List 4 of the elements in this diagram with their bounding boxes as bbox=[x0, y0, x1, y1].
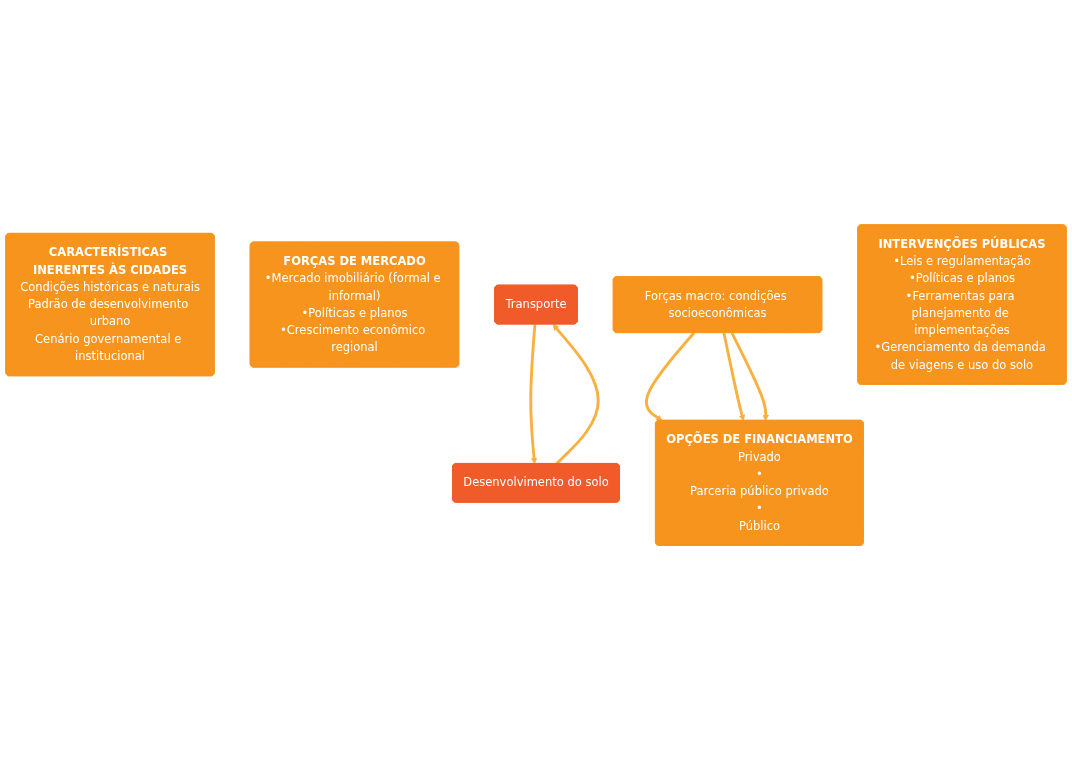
arrow bbox=[645, 332, 695, 422]
arrow bbox=[730, 332, 769, 422]
arrow bbox=[722, 333, 746, 422]
arrow bbox=[529, 324, 538, 465]
